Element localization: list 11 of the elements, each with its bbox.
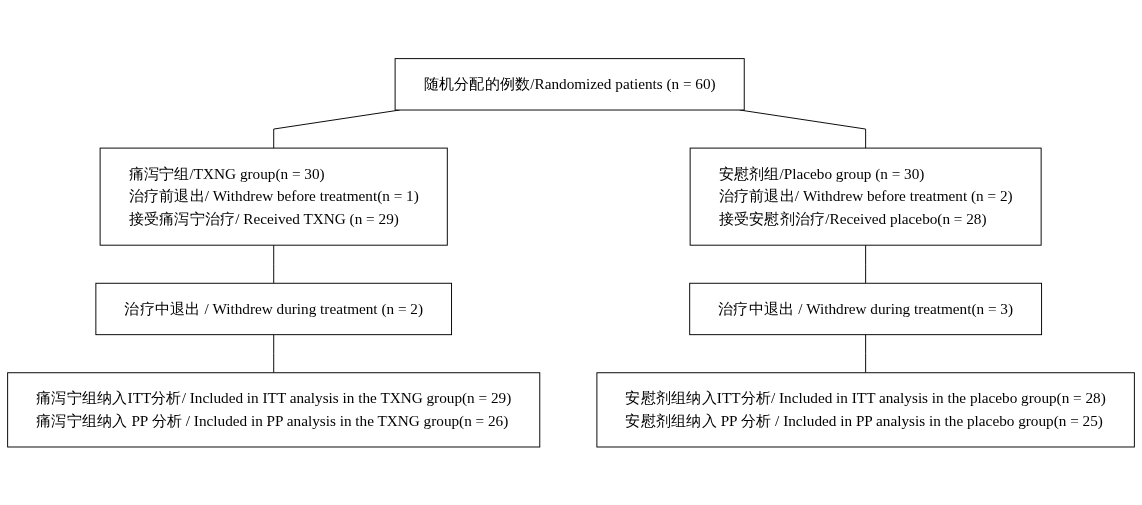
connector — [865, 333, 867, 373]
node-box: 安慰剂组/Placebo group (n = 30) 治疗前退出/ Withdrew before treatment (n = 2) 接受安慰剂治疗/Received placebo(n = 28) — [689, 147, 1042, 246]
node-box: 随机分配的例数/Randomized patients (n = 60) — [394, 57, 745, 111]
node-box: 治疗中退出 / Withdrew during treatment(n = 3) — [689, 282, 1043, 335]
node-box: 安慰剂组纳入ITT分析/ Included in ITT analysis in the placebo group(n = 28) 安慰剂组纳入 PP 分析 / Included in PP analysis in the placebo group(n = 25) — [596, 371, 1135, 448]
node-box: 治疗中退出 / Withdrew during treatment (n = 2) — [95, 282, 453, 335]
connector — [273, 244, 275, 284]
node-box: 痛泻宁组纳入ITT分析/ Included in ITT analysis in the TXNG group(n = 29) 痛泻宁组纳入 PP 分析 / Included in PP analysis in the TXNG group(n = 26) — [7, 371, 541, 448]
node-box: 痛泻宁组/TXNG group(n = 30) 治疗前退出/ Withdrew before treatment(n = 1) 接受痛泻宁治疗/ Received TXNG (n = 29) — [99, 147, 448, 246]
connector — [273, 333, 275, 373]
connector — [865, 244, 867, 284]
